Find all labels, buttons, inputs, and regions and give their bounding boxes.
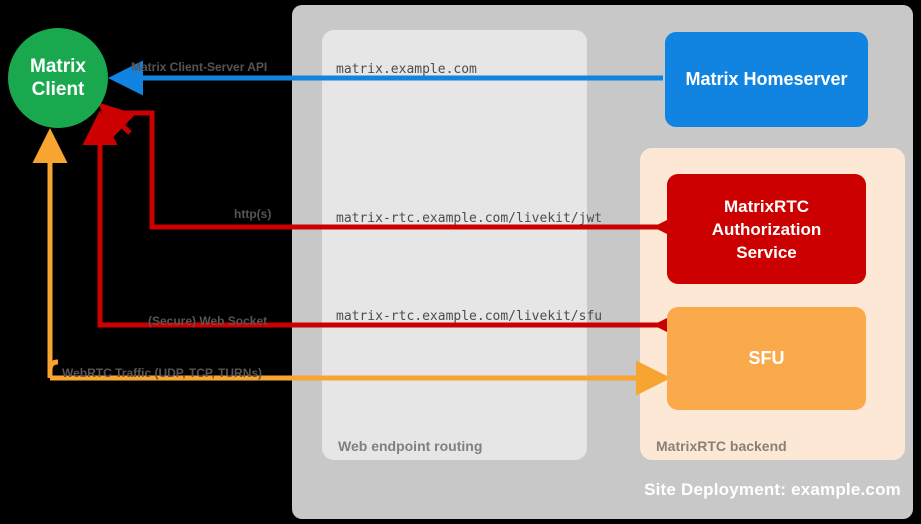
node-auth-line2: Authorization — [711, 219, 822, 239]
node-auth-line1: MatrixRTC — [723, 196, 809, 216]
node-matrix-client-line1: Matrix — [30, 56, 86, 77]
edge-label-websocket: (Secure) Web Socket — [148, 314, 268, 328]
endpoint-label-matrix-example-com: matrix.example.com — [336, 62, 477, 77]
edge-https-arrow-to-client — [98, 102, 136, 140]
node-matrix-homeserver-label: Matrix Homeserver — [685, 69, 848, 89]
node-auth-line3: Service — [736, 242, 797, 262]
edge-label-matrix-client-server-api: Matrix Client-Server API — [131, 60, 268, 74]
web-endpoint-routing-container — [322, 30, 587, 460]
node-matrix-homeserver[interactable]: Matrix Homeserver — [665, 32, 868, 127]
label-web-endpoint-routing: Web endpoint routing — [338, 438, 483, 454]
edge-label-webrtc-traffic: WebRTC Traffic (UDP, TCP, TURNs) — [62, 366, 263, 380]
node-sfu[interactable]: SFU — [667, 307, 866, 410]
edge-label-https: http(s) — [234, 207, 272, 221]
label-matrixrtc-backend: MatrixRTC backend — [656, 438, 787, 454]
node-matrixrtc-authorization-service[interactable]: MatrixRTC Authorization Service — [667, 174, 866, 284]
edge-webrtc-elbow — [47, 359, 59, 378]
node-matrix-client-line2: Client — [31, 79, 85, 100]
endpoint-label-livekit-sfu: matrix-rtc.example.com/livekit/sfu — [336, 309, 603, 324]
node-sfu-label: SFU — [748, 348, 785, 368]
endpoint-label-livekit-jwt: matrix-rtc.example.com/livekit/jwt — [336, 211, 603, 226]
label-site-deployment: Site Deployment: example.com — [644, 480, 901, 499]
node-matrix-client[interactable]: Matrix Client — [8, 28, 108, 128]
